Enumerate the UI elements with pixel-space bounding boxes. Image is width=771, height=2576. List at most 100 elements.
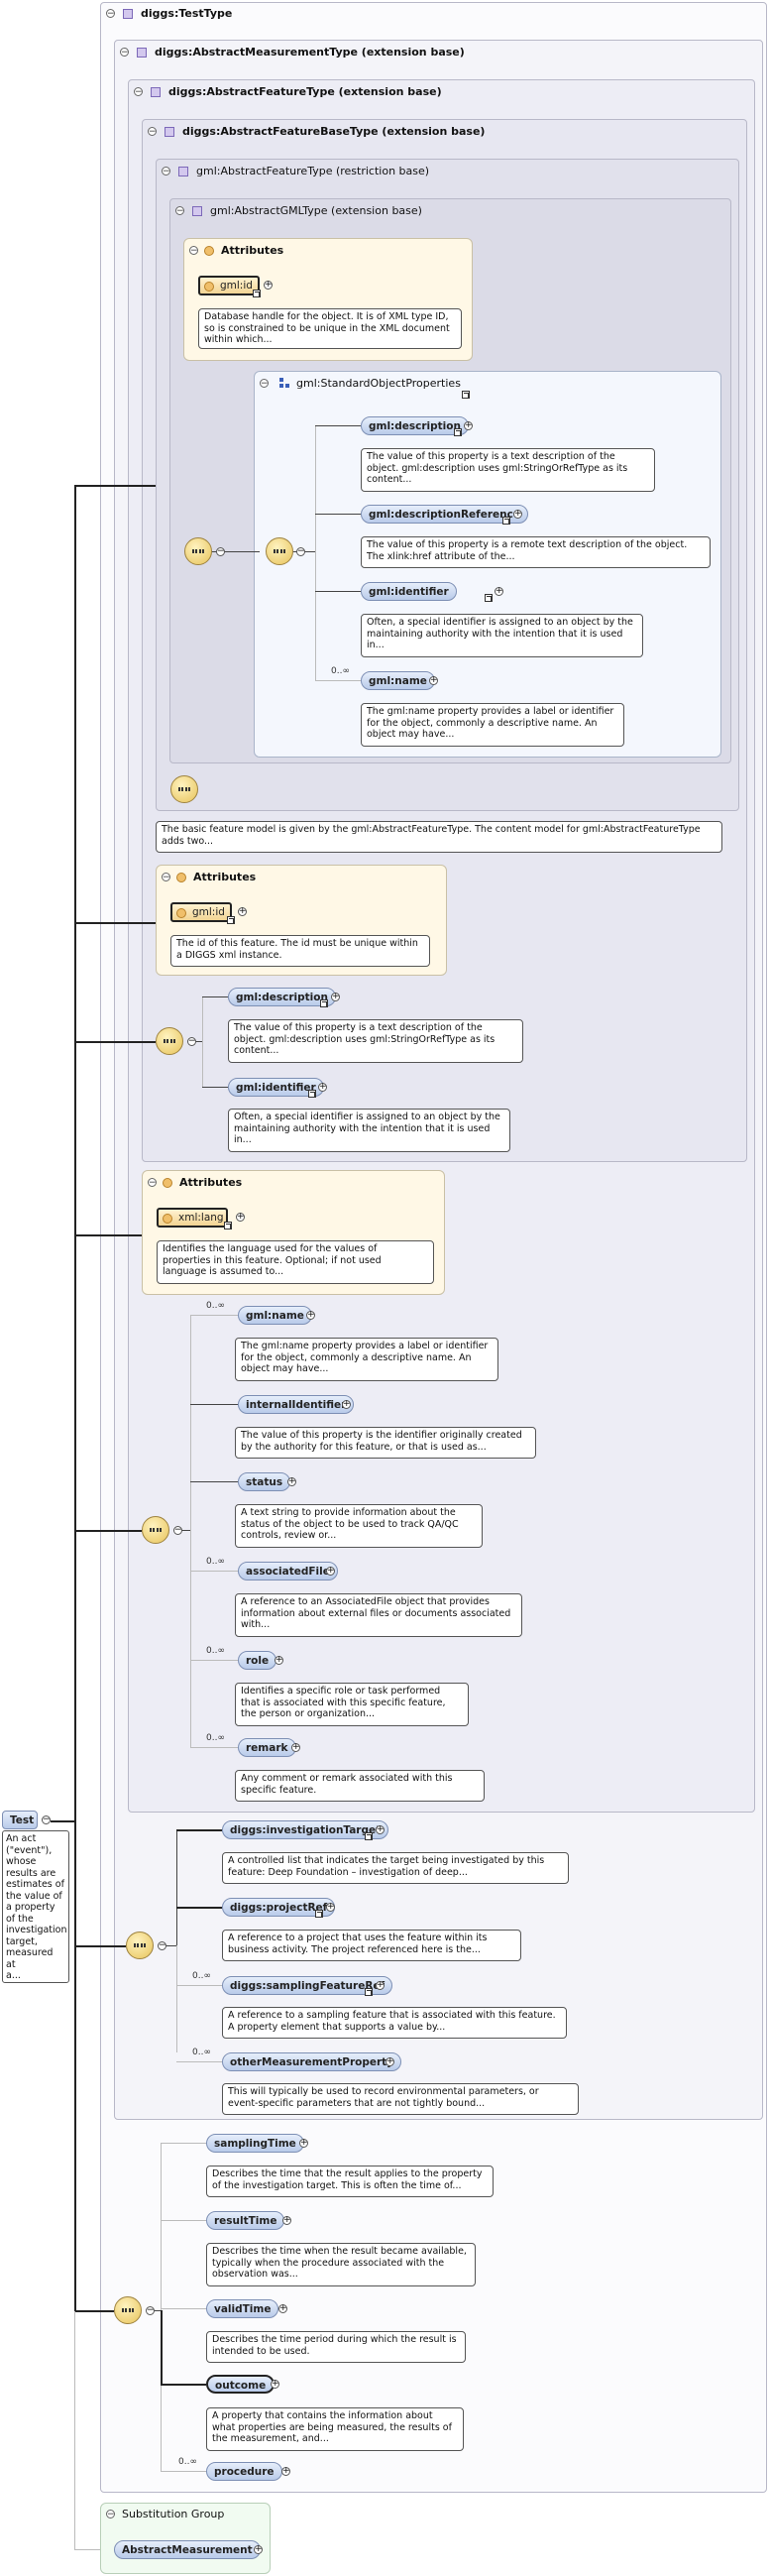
element-status[interactable]: status: [238, 1472, 291, 1491]
type-box-title: gml:AbstractFeatureType (restriction bas…: [196, 165, 430, 177]
element-role[interactable]: role: [238, 1651, 277, 1670]
collapse-toggle[interactable]: −: [162, 873, 170, 882]
sequence-compositor-icon[interactable]: [170, 775, 198, 803]
external-link-icon[interactable]: [320, 999, 328, 1007]
element-diggs-investigation-target[interactable]: diggs:investigationTarget: [222, 1820, 389, 1839]
expand-icon[interactable]: +: [386, 2056, 394, 2066]
connector-line: [161, 2220, 206, 2221]
connector-line: [315, 591, 361, 592]
expand-icon[interactable]: +: [331, 992, 340, 1001]
attribute-xml-lang[interactable]: xml:lang: [157, 1208, 228, 1228]
connector-line: [315, 514, 361, 515]
connector-line: [74, 2549, 114, 2550]
expand-icon[interactable]: +: [326, 1566, 335, 1576]
sequence-compositor-icon[interactable]: [184, 537, 212, 565]
expand-icon[interactable]: +: [278, 2303, 287, 2313]
element-result-time[interactable]: resultTime: [206, 2211, 285, 2230]
collapse-toggle[interactable]: −: [134, 87, 143, 97]
collapse-toggle[interactable]: −: [106, 9, 115, 19]
external-link-icon[interactable]: [454, 428, 462, 436]
connector-line: [190, 1481, 238, 1482]
external-link-icon[interactable]: [365, 1832, 373, 1840]
expand-icon[interactable]: +: [275, 1655, 283, 1665]
element-gml-description[interactable]: gml:description: [361, 416, 469, 435]
expand-icon[interactable]: −: [296, 546, 305, 556]
external-link-icon[interactable]: [253, 290, 261, 297]
expand-icon[interactable]: +: [254, 2544, 263, 2554]
cardinality-label: 0..∞: [206, 1733, 225, 1743]
element-gml-identifier[interactable]: gml:identifier: [361, 582, 457, 601]
expand-icon[interactable]: −: [158, 1940, 166, 1950]
sequence-compositor-icon[interactable]: [156, 1027, 183, 1055]
element-doc: A controlled list that indicates the tar…: [222, 1852, 569, 1884]
expand-icon[interactable]: −: [42, 1815, 51, 1824]
expand-icon[interactable]: +: [287, 1476, 296, 1486]
element-internal-identifier[interactable]: internalIdentifier: [238, 1395, 355, 1414]
sequence-compositor-icon[interactable]: [142, 1516, 169, 1544]
element-doc: Describes the time when the result becam…: [206, 2243, 476, 2286]
external-link-icon[interactable]: [224, 1222, 232, 1229]
external-link-icon[interactable]: [485, 594, 493, 602]
expand-icon[interactable]: +: [513, 509, 522, 519]
element-sampling-time[interactable]: samplingTime: [206, 2134, 304, 2153]
element-abstract-measurement[interactable]: AbstractMeasurement: [114, 2540, 261, 2559]
element-other-measurement-property[interactable]: otherMeasurementProperty: [222, 2052, 402, 2071]
collapse-toggle[interactable]: −: [148, 1178, 157, 1188]
expand-icon[interactable]: +: [281, 2466, 290, 2476]
element-diggs-sampling-feature-ref[interactable]: diggs:samplingFeatureRef: [222, 1976, 393, 1995]
expand-icon[interactable]: −: [216, 546, 225, 556]
external-link-icon[interactable]: [365, 1988, 373, 1996]
collapse-toggle[interactable]: −: [189, 246, 198, 256]
external-link-icon[interactable]: [315, 1910, 323, 1918]
element-diggs-project-ref[interactable]: diggs:projectRef: [222, 1898, 336, 1917]
external-link-icon[interactable]: [502, 517, 510, 525]
expand-icon[interactable]: +: [264, 280, 273, 290]
expand-icon[interactable]: −: [146, 2305, 155, 2315]
element-gml-identifier[interactable]: gml:identifier: [228, 1078, 324, 1097]
collapse-toggle[interactable]: −: [120, 48, 129, 58]
expand-icon[interactable]: +: [236, 1212, 245, 1222]
attribute-icon: [176, 908, 186, 918]
element-remark[interactable]: remark: [238, 1738, 296, 1757]
expand-icon[interactable]: +: [282, 2215, 291, 2225]
attribute-gml-id[interactable]: gml:id: [198, 276, 260, 295]
sequence-compositor-icon[interactable]: [266, 537, 293, 565]
attribute-gml-id[interactable]: gml:id: [170, 902, 232, 922]
root-element-test[interactable]: Test: [2, 1811, 38, 1829]
connector-line: [74, 922, 156, 924]
expand-icon[interactable]: +: [318, 1082, 327, 1092]
external-link-icon[interactable]: [308, 1090, 316, 1098]
expand-icon[interactable]: +: [495, 586, 503, 596]
expand-icon[interactable]: +: [429, 675, 438, 685]
sequence-compositor-icon[interactable]: [114, 2296, 142, 2324]
expand-icon[interactable]: +: [238, 906, 247, 916]
element-procedure[interactable]: procedure: [206, 2462, 282, 2481]
sequence-compositor-icon[interactable]: [126, 1932, 154, 1959]
collapse-toggle[interactable]: −: [162, 167, 170, 176]
collapse-toggle[interactable]: −: [148, 127, 157, 137]
expand-icon[interactable]: −: [173, 1525, 182, 1535]
element-outcome[interactable]: outcome: [206, 2375, 275, 2394]
complex-type-icon: [151, 87, 161, 97]
collapse-toggle[interactable]: −: [260, 379, 269, 389]
expand-icon[interactable]: +: [464, 420, 473, 430]
expand-icon[interactable]: +: [342, 1399, 351, 1409]
element-gml-description[interactable]: gml:description: [228, 988, 336, 1006]
expand-icon[interactable]: +: [306, 1310, 315, 1320]
element-gml-name[interactable]: gml:name: [238, 1306, 312, 1325]
element-gml-name[interactable]: gml:name: [361, 671, 435, 690]
expand-icon[interactable]: +: [291, 1742, 300, 1752]
expand-icon[interactable]: −: [187, 1036, 196, 1046]
element-gml-description-reference[interactable]: gml:descriptionReference: [361, 505, 528, 524]
element-valid-time[interactable]: validTime: [206, 2299, 279, 2318]
expand-icon[interactable]: +: [299, 2138, 308, 2148]
external-link-icon[interactable]: [227, 916, 235, 924]
expand-icon[interactable]: +: [376, 1980, 385, 1990]
element-associated-file[interactable]: associatedFile: [238, 1562, 338, 1581]
expand-icon[interactable]: +: [326, 1902, 335, 1912]
collapse-toggle[interactable]: −: [175, 206, 184, 216]
expand-icon[interactable]: +: [376, 1824, 385, 1834]
external-link-icon[interactable]: [462, 391, 470, 399]
expand-icon[interactable]: +: [271, 2379, 279, 2389]
collapse-toggle[interactable]: −: [106, 2510, 115, 2519]
